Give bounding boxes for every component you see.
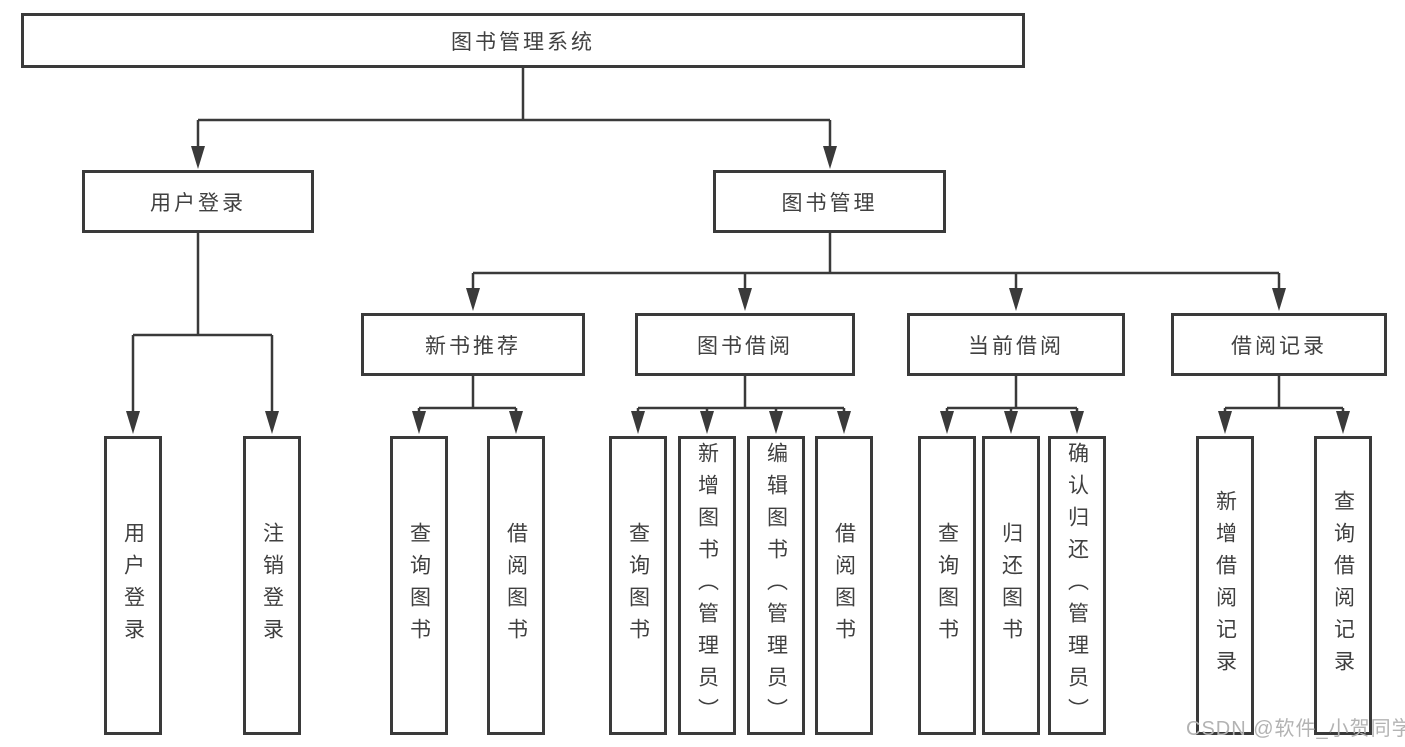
leaf-add-books-admin: 新增图书（管理员） [678,436,736,735]
node-user-login: 用户登录 [82,170,314,233]
leaf-return-books: 归还图书 [982,436,1040,735]
node-book-management: 图书管理 [713,170,946,233]
node-book-borrow: 图书借阅 [635,313,855,376]
leaf-edit-books-admin: 编辑图书（管理员） [747,436,805,735]
leaf-confirm-return-admin: 确认归还（管理员） [1048,436,1106,735]
leaf-add-borrow-record: 新增借阅记录 [1196,436,1254,735]
leaf-query-books-recommend: 查询图书 [390,436,448,735]
csdn-watermark: CSDN @软件_小贺同学 [1186,718,1405,740]
node-current-borrow: 当前借阅 [907,313,1125,376]
leaf-borrow-books-recommend: 借阅图书 [487,436,545,735]
leaf-borrow-books: 借阅图书 [815,436,873,735]
leaf-logout-login: 注销登录 [243,436,301,735]
leaf-query-books-current: 查询图书 [918,436,976,735]
node-new-book-recommend: 新书推荐 [361,313,585,376]
leaf-query-borrow-record: 查询借阅记录 [1314,436,1372,735]
leaf-user-login: 用户登录 [104,436,162,735]
node-root-book-management-system: 图书管理系统 [21,13,1025,68]
leaf-query-books-borrow: 查询图书 [609,436,667,735]
node-borrow-records: 借阅记录 [1171,313,1387,376]
